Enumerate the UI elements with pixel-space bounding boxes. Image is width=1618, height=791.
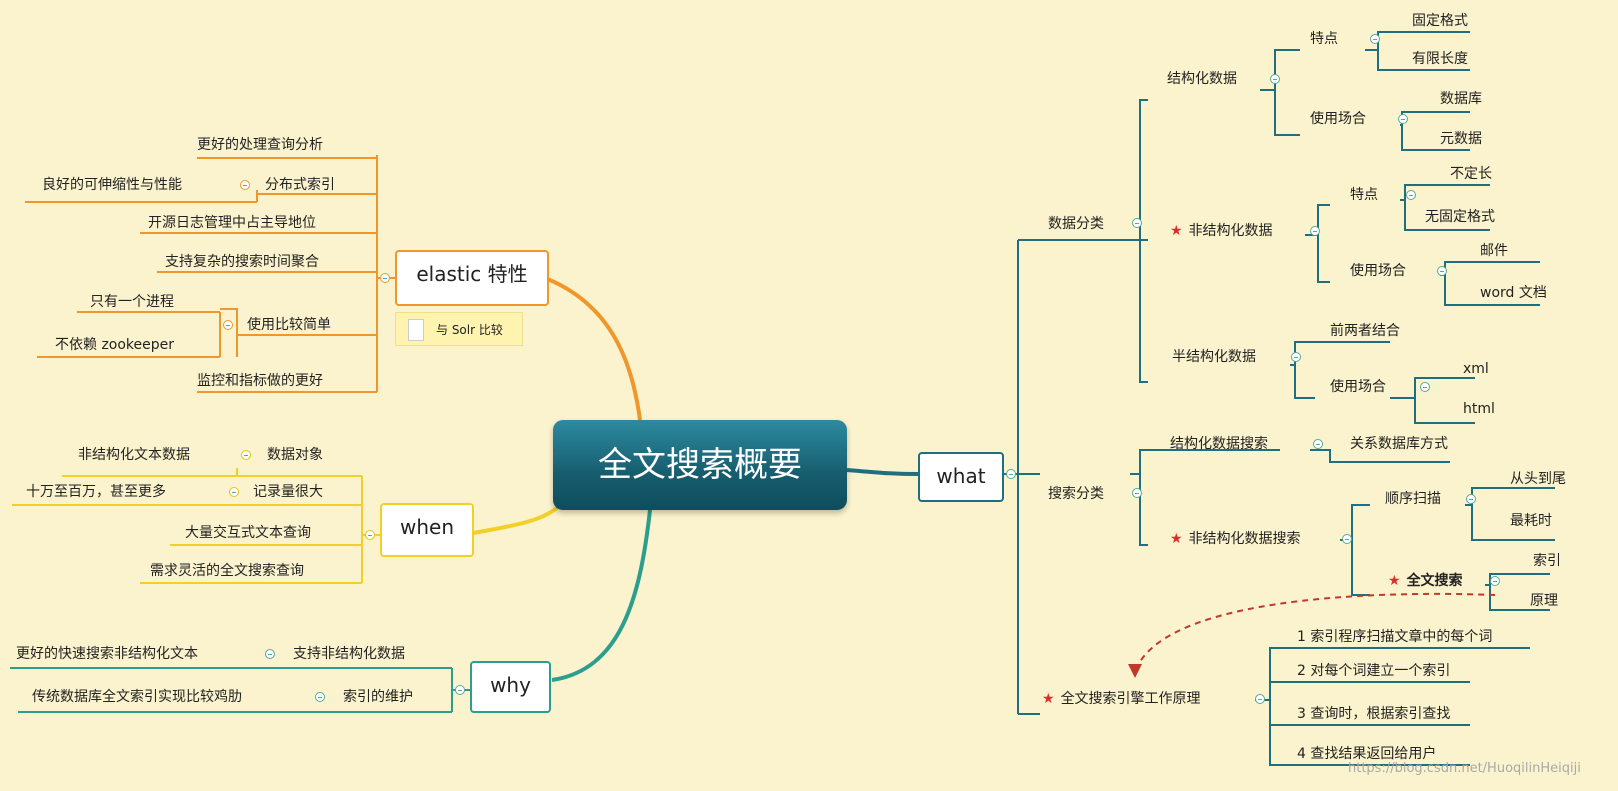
what-mail[interactable]: 邮件	[1480, 243, 1508, 259]
what-relational-db[interactable]: 关系数据库方式	[1350, 436, 1448, 452]
elastic-item[interactable]: 良好的可伸缩性与性能	[42, 177, 182, 193]
star-icon: ★	[1170, 223, 1183, 239]
what-engine-principle-label: 全文搜索引擎工作原理	[1060, 691, 1201, 707]
collapse-icon[interactable]	[241, 450, 251, 460]
topic-when[interactable]: when	[380, 503, 474, 557]
what-step[interactable]: 2 对每个词建立一个索引	[1297, 663, 1451, 679]
collapse-icon[interactable]	[380, 273, 390, 283]
elastic-item[interactable]: 使用比较简单	[247, 317, 331, 333]
what-step[interactable]: 3 查询时，根据索引查找	[1297, 706, 1451, 722]
when-item[interactable]: 记录量很大	[253, 484, 323, 500]
what-structured[interactable]: 结构化数据	[1167, 71, 1237, 87]
collapse-icon[interactable]	[265, 649, 275, 659]
note-solr-comparison[interactable]: 与 Solr 比较	[395, 312, 523, 346]
what-fulltext-search[interactable]: ★ 全文搜索	[1388, 572, 1463, 590]
collapse-icon[interactable]	[1406, 190, 1416, 200]
when-item[interactable]: 大量交互式文本查询	[185, 525, 311, 541]
what-principle[interactable]: 原理	[1530, 593, 1558, 609]
collapse-icon[interactable]	[315, 692, 325, 702]
what-variable-length[interactable]: 不定长	[1450, 166, 1492, 182]
what-features[interactable]: 特点	[1350, 187, 1378, 203]
collapse-icon[interactable]	[223, 320, 233, 330]
why-item[interactable]: 传统数据库全文索引实现比较鸡肋	[32, 689, 242, 705]
central-topic[interactable]: 全文搜索概要	[553, 420, 847, 510]
star-icon: ★	[1170, 531, 1183, 547]
watermark: https://blog.csdn.net/HuoqilinHeiqiji	[1348, 761, 1581, 776]
when-item[interactable]: 需求灵活的全文搜索查询	[150, 563, 304, 579]
elastic-item[interactable]: 开源日志管理中占主导地位	[148, 215, 316, 231]
when-item[interactable]: 十万至百万，甚至更多	[26, 484, 166, 500]
what-sequential-scan[interactable]: 顺序扫描	[1385, 491, 1441, 507]
note-text: 与 Solr 比较	[436, 323, 503, 337]
what-unstructured-search-label: 非结构化数据搜索	[1188, 531, 1301, 547]
why-item[interactable]: 索引的维护	[343, 689, 413, 705]
what-search-class[interactable]: 搜索分类	[1048, 486, 1104, 502]
what-unstructured[interactable]: ★ 非结构化数据	[1170, 222, 1273, 240]
what-html[interactable]: html	[1463, 401, 1495, 417]
elastic-item[interactable]: 分布式索引	[265, 177, 335, 193]
elastic-item[interactable]: 只有一个进程	[90, 294, 174, 310]
collapse-icon[interactable]	[1132, 488, 1142, 498]
what-fulltext-search-label: 全文搜索	[1406, 573, 1463, 589]
topic-what[interactable]: what	[918, 452, 1004, 502]
what-database[interactable]: 数据库	[1440, 91, 1482, 107]
collapse-icon[interactable]	[1466, 494, 1476, 504]
what-use-cases[interactable]: 使用场合	[1350, 263, 1406, 279]
collapse-icon[interactable]	[1291, 352, 1301, 362]
why-item[interactable]: 支持非结构化数据	[293, 646, 405, 662]
collapse-icon[interactable]	[1342, 534, 1352, 544]
what-head-to-tail[interactable]: 从头到尾	[1510, 471, 1566, 487]
collapse-icon[interactable]	[1132, 218, 1142, 228]
what-step[interactable]: 1 索引程序扫描文章中的每个词	[1297, 629, 1493, 645]
what-xml[interactable]: xml	[1463, 361, 1489, 377]
elastic-item[interactable]: 支持复杂的搜索时间聚合	[165, 254, 319, 270]
elastic-item[interactable]: 监控和指标做的更好	[197, 373, 323, 389]
collapse-icon[interactable]	[365, 530, 375, 540]
what-structured-search[interactable]: 结构化数据搜索	[1170, 436, 1268, 452]
topic-elastic[interactable]: elastic 特性	[395, 250, 549, 306]
star-icon: ★	[1388, 573, 1401, 589]
collapse-icon[interactable]	[1310, 226, 1320, 236]
elastic-item[interactable]: 更好的处理查询分析	[197, 137, 323, 153]
what-use-cases[interactable]: 使用场合	[1310, 111, 1366, 127]
document-icon	[408, 319, 424, 341]
when-item[interactable]: 数据对象	[267, 447, 323, 463]
why-item[interactable]: 更好的快速搜索非结构化文本	[16, 646, 198, 662]
what-word-doc[interactable]: word 文档	[1480, 285, 1547, 301]
elastic-item[interactable]: 不依赖 zookeeper	[55, 337, 175, 353]
collapse-icon[interactable]	[1270, 74, 1280, 84]
collapse-icon[interactable]	[240, 180, 250, 190]
what-data-class[interactable]: 数据分类	[1048, 216, 1104, 232]
what-engine-principle[interactable]: ★ 全文搜索引擎工作原理	[1042, 690, 1201, 708]
collapse-icon[interactable]	[1255, 694, 1265, 704]
collapse-icon[interactable]	[1420, 382, 1430, 392]
collapse-icon[interactable]	[229, 487, 239, 497]
what-most-time[interactable]: 最耗时	[1510, 513, 1552, 529]
collapse-icon[interactable]	[1370, 34, 1380, 44]
star-icon: ★	[1042, 691, 1055, 707]
what-unstructured-search[interactable]: ★ 非结构化数据搜索	[1170, 530, 1301, 548]
what-semi-structured[interactable]: 半结构化数据	[1172, 349, 1256, 365]
what-no-fixed-format[interactable]: 无固定格式	[1425, 209, 1495, 225]
collapse-icon[interactable]	[1313, 439, 1323, 449]
what-unstructured-label: 非结构化数据	[1188, 223, 1273, 239]
collapse-icon[interactable]	[1490, 576, 1500, 586]
collapse-icon[interactable]	[1437, 266, 1447, 276]
what-use-cases[interactable]: 使用场合	[1330, 379, 1386, 395]
topic-why[interactable]: why	[470, 661, 551, 713]
what-metadata[interactable]: 元数据	[1440, 131, 1482, 147]
what-fixed-format[interactable]: 固定格式	[1412, 13, 1468, 29]
when-item[interactable]: 非结构化文本数据	[78, 447, 190, 463]
collapse-icon[interactable]	[455, 685, 465, 695]
collapse-icon[interactable]	[1006, 469, 1016, 479]
what-combination[interactable]: 前两者结合	[1330, 323, 1400, 339]
collapse-icon[interactable]	[1398, 114, 1408, 124]
what-features[interactable]: 特点	[1310, 31, 1338, 47]
what-index[interactable]: 索引	[1533, 553, 1561, 569]
what-limited-length[interactable]: 有限长度	[1412, 51, 1468, 67]
what-step[interactable]: 4 查找结果返回给用户	[1297, 746, 1437, 762]
